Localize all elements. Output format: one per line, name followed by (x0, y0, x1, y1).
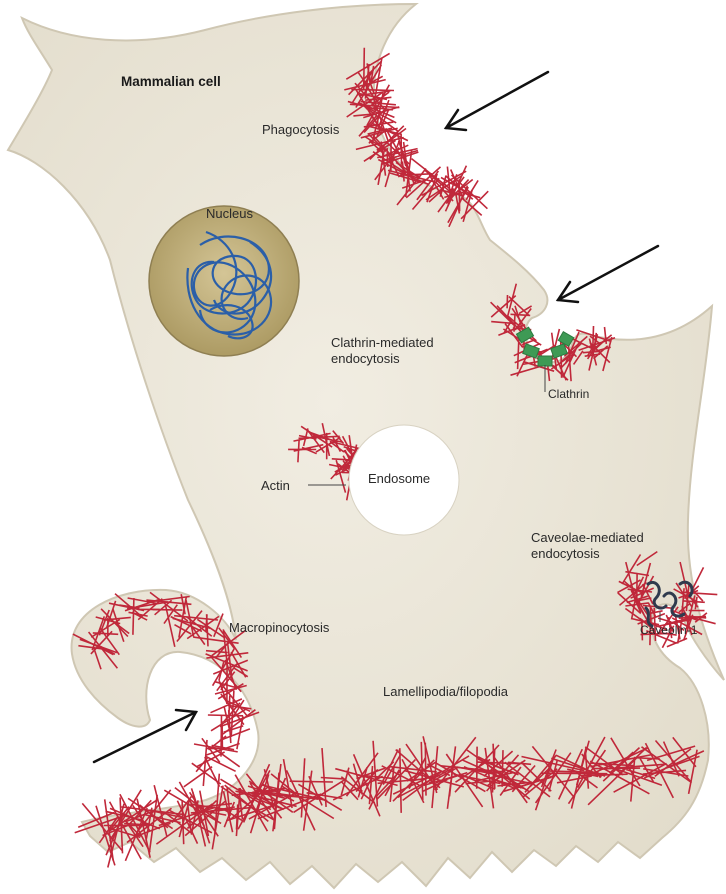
clathrin-label: Clathrin (548, 386, 589, 402)
actin-filament (229, 696, 230, 714)
actin-filament (511, 314, 531, 315)
macropinocytosis-label: Macropinocytosis (229, 620, 329, 636)
caveolin-1-label: Caveolin-1 (640, 622, 697, 638)
actin-label: Actin (261, 478, 290, 494)
phagocytosis-label: Phagocytosis (262, 122, 339, 138)
arrow-phagocytosis (446, 72, 548, 130)
endosome-label: Endosome (368, 471, 430, 487)
clathrin-mediated-label-line1: Clathrin-mediated (331, 335, 434, 351)
clathrin-mediated-label-line2: endocytosis (331, 351, 400, 367)
actin-filament (220, 729, 250, 741)
caveolae-mediated-label-line1: Caveolae-mediated (531, 530, 644, 546)
cell-title: Mammalian cell (121, 74, 221, 90)
nucleus-label: Nucleus (206, 206, 253, 222)
lamellipodia-filopodia-label: Lamellipodia/filopodia (383, 684, 508, 700)
actin-filament (192, 763, 221, 784)
caveolae-mediated-label-line2: endocytosis (531, 546, 600, 562)
arrow-clathrin-pit (558, 246, 658, 302)
actin-filament (133, 598, 134, 635)
actin-filament (194, 744, 238, 752)
